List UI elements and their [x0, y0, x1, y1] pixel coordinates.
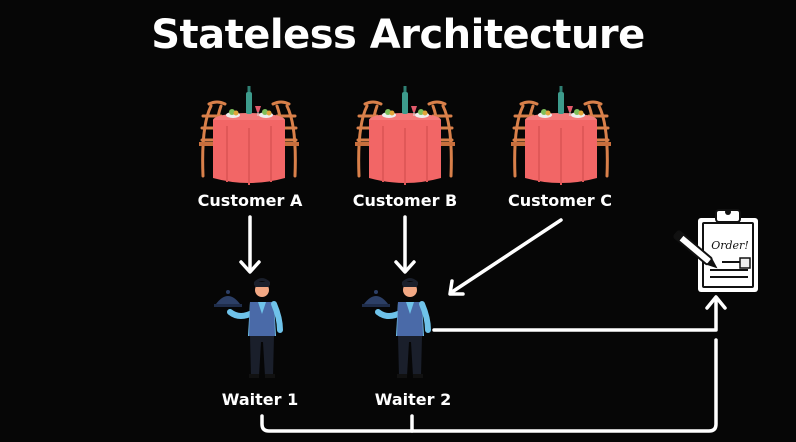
loop-waiter-1-to-order: [260, 338, 718, 433]
customer-a-label: Customer A: [197, 191, 303, 210]
arrowhead-b: [394, 260, 416, 274]
table-a-icon: [197, 84, 301, 187]
table-b-icon: [353, 84, 457, 187]
arrowhead-a: [239, 260, 261, 274]
order-clipboard-icon: [673, 209, 758, 292]
waiter-2-label: Waiter 2: [374, 390, 452, 409]
waiter-1-label: Waiter 1: [221, 390, 299, 409]
arrowhead-order-1: [705, 295, 727, 310]
page-title: Stateless Architecture: [151, 12, 645, 58]
arrow-waiter-2-to-order: [432, 298, 718, 332]
waiter-2-icon: [362, 278, 428, 378]
waiter-1-icon: [214, 278, 280, 378]
table-c-icon: [509, 84, 613, 187]
customer-c-label: Customer C: [507, 191, 613, 210]
arrowhead-c: [448, 279, 465, 296]
order-text: Order!: [711, 239, 749, 252]
customer-b-label: Customer B: [352, 191, 458, 210]
arrow-customer-c-to-waiter-2: [450, 218, 563, 294]
